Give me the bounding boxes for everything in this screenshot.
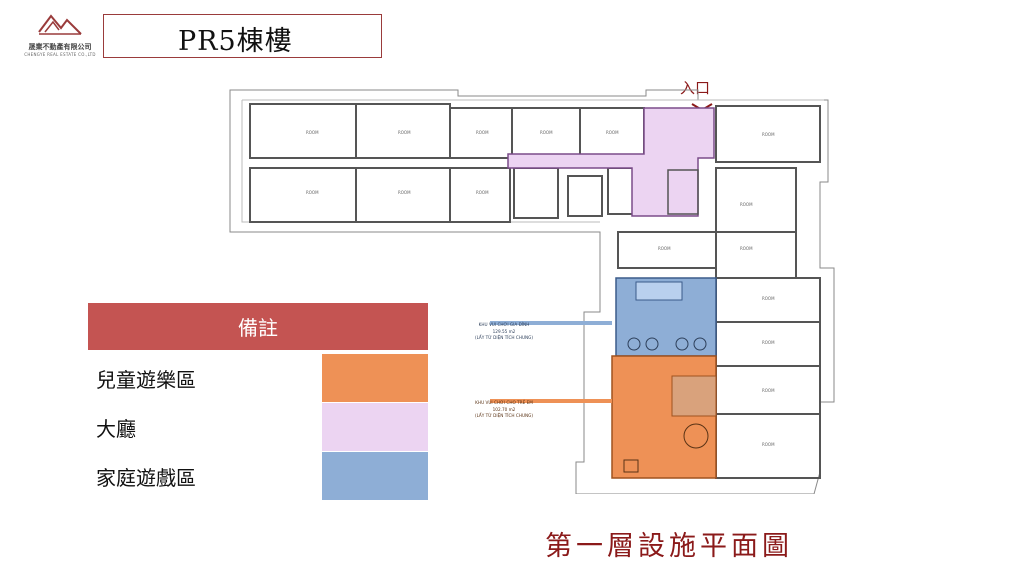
- room-label: ROOM: [398, 190, 411, 195]
- legend-label-family-area: 家庭遊戲區: [96, 466, 196, 490]
- legend-label-lobby: 大廳: [96, 417, 136, 441]
- legend-header: 備註: [88, 303, 428, 350]
- room-label: ROOM: [762, 442, 775, 447]
- family-area-note-line1: KHU VUI CHƠI GIA ĐÌNH: [479, 322, 530, 327]
- room-label: ROOM: [540, 130, 553, 135]
- room-label: ROOM: [398, 130, 411, 135]
- room-label: ROOM: [306, 130, 319, 135]
- kids-area-note-line2: 102.70 m2: [493, 407, 516, 412]
- legend-swatch-lobby: [322, 403, 428, 451]
- page-title: PR5棟樓: [178, 26, 293, 57]
- family-area-note-line2: 129.55 m2: [493, 329, 516, 334]
- entrance-label: 入口: [680, 79, 711, 97]
- room-label: ROOM: [740, 202, 753, 207]
- room-label: ROOM: [762, 296, 775, 301]
- legend-label-kids-area: 兒童遊樂區: [96, 368, 196, 392]
- room-label: ROOM: [476, 190, 489, 195]
- room-label: ROOM: [740, 246, 753, 251]
- house-roof-logo-icon: [38, 14, 82, 35]
- family-area-note-line3: (LẤY TỪ DIỆN TÍCH CHUNG): [475, 335, 533, 340]
- room-label: ROOM: [606, 130, 619, 135]
- legend-swatch-family-area: [322, 452, 428, 500]
- plan-caption: 第一層設施平面圖: [545, 531, 793, 562]
- logo-company-name: 晟業不動產有限公司: [28, 43, 92, 51]
- floor-plan: ROOM ROOM ROOM ROOM ROOM ROOM ROOM ROOM …: [228, 82, 840, 495]
- title-box: PR5棟樓: [103, 14, 382, 58]
- legend-swatch-kids-area: [322, 354, 428, 402]
- legend-header-label: 備註: [238, 316, 278, 340]
- room-label: ROOM: [476, 130, 489, 135]
- floor-plan-drawing: ROOM ROOM ROOM ROOM ROOM ROOM ROOM ROOM …: [229, 89, 835, 495]
- kids-area-note-line1: KHU VUI CHƠI CHO TRẺ EM: [475, 400, 533, 405]
- room-label: ROOM: [306, 190, 319, 195]
- company-logo: 晟業不動產有限公司 CHENGYE REAL ESTATE CO.,LTD: [20, 6, 100, 62]
- logo-company-subtitle: CHENGYE REAL ESTATE CO.,LTD: [24, 52, 96, 57]
- room-label: ROOM: [762, 132, 775, 137]
- room-label: ROOM: [658, 246, 671, 251]
- room-label: ROOM: [762, 388, 775, 393]
- kids-area-note-line3: (LẤY TỪ DIỆN TÍCH CHUNG): [475, 413, 533, 418]
- room-label: ROOM: [762, 340, 775, 345]
